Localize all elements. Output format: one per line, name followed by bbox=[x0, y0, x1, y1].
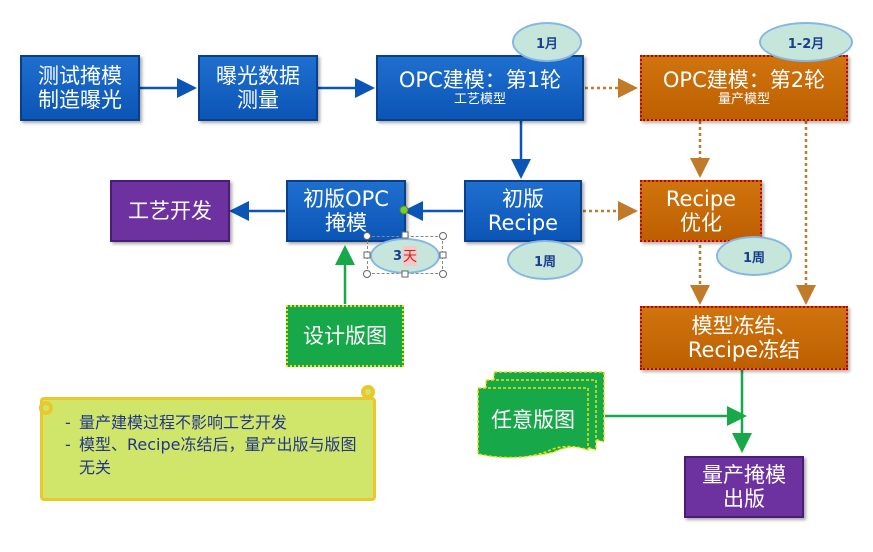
note-line-1-text: 量产建模过程不影响工艺开发 bbox=[79, 413, 288, 432]
round1-time-badge: 1月 bbox=[512, 22, 582, 62]
note-line-2-a: 模型、 bbox=[79, 435, 128, 455]
opc-round2-title: OPC建模：第2轮 bbox=[662, 68, 826, 93]
exposure-measure-node: 曝光数据 测量 bbox=[198, 55, 318, 121]
opc-round1-title: OPC建模：第1轮 bbox=[398, 68, 562, 93]
note-line-2-text: 模型、Recipe冻结后，量产出版与版图无关 bbox=[79, 434, 359, 479]
design-layout-node: 设计版图 bbox=[286, 305, 404, 367]
note-line-1: -量产建模过程不影响工艺开发 bbox=[65, 412, 359, 434]
production-mask-node: 量产掩模 出版 bbox=[684, 456, 804, 518]
note-line-2-b: Recipe bbox=[127, 435, 181, 455]
opt-time-badge: 1周 bbox=[716, 236, 792, 276]
test-mask-node: 测试掩模 制造曝光 bbox=[20, 55, 140, 121]
arbitrary-layout-label: 任意版图 bbox=[491, 408, 575, 432]
note-line-2-c: 冻结后，量产出版与版图无关 bbox=[79, 435, 357, 477]
initial-opc-mask-node: 初版OPC 掩模 bbox=[286, 180, 406, 242]
scroll-note: -量产建模过程不影响工艺开发 - 模型、Recipe冻结后，量产出版与版图无关 bbox=[40, 397, 376, 501]
recipe-time-badge: 1周 bbox=[507, 240, 583, 280]
mask-time-unit: 天 bbox=[403, 246, 418, 266]
mask-time-badge: 3 天 bbox=[370, 238, 440, 274]
model-freeze-node: 模型冻结、 Recipe冻结 bbox=[640, 306, 848, 370]
process-dev-node: 工艺开发 bbox=[110, 180, 230, 242]
initial-recipe-node: 初版 Recipe bbox=[464, 180, 582, 242]
opc-round2-subtitle: 量产模型 bbox=[717, 91, 770, 107]
opc-round1-node: OPC建模：第1轮 工艺模型 bbox=[376, 55, 584, 121]
arbitrary-layout-stack bbox=[477, 371, 605, 459]
note-line-2: - 模型、Recipe冻结后，量产出版与版图无关 bbox=[65, 434, 359, 479]
opc-round2-node: OPC建模：第2轮 量产模型 bbox=[640, 55, 848, 121]
recipe-opt-node: Recipe 优化 bbox=[640, 180, 762, 242]
opc-round1-subtitle: 工艺模型 bbox=[453, 91, 506, 107]
round2-time-badge: 1-2月 bbox=[759, 22, 853, 62]
mask-time-number: 3 bbox=[392, 248, 403, 264]
